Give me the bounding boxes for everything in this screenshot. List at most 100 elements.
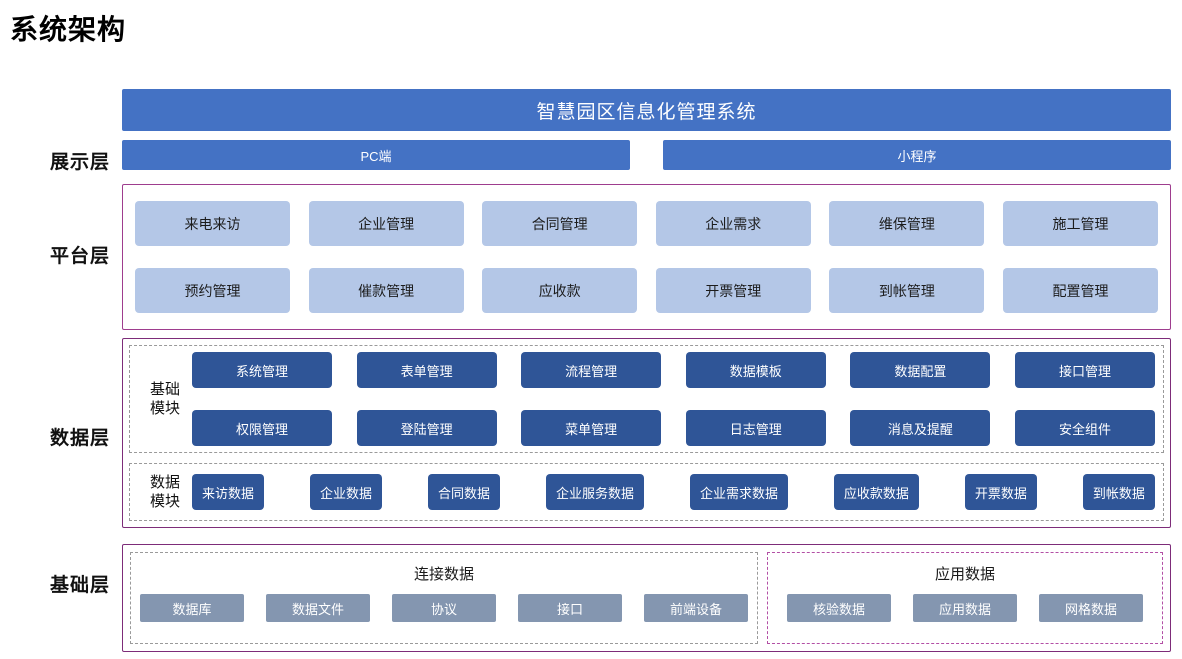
base-chip-label: 数据库 xyxy=(172,601,212,617)
data-card-label: 企业需求数据 xyxy=(699,485,778,501)
platform-card-label: 配置管理 xyxy=(1052,282,1109,299)
base-chip-label: 应用数据 xyxy=(938,601,991,617)
platform-card-label: 来电来访 xyxy=(184,215,241,232)
module-card-liuchengguanli[interactable]: 流程管理 xyxy=(521,352,662,388)
data-card-qiyefuwushuju[interactable]: 企业服务数据 xyxy=(545,474,644,510)
basic-module-row-2: 权限管理 登陆管理 菜单管理 日志管理 消息及提醒 安全组件 xyxy=(192,410,1155,446)
data-card-qiyeshuju[interactable]: 企业数据 xyxy=(309,474,382,510)
module-card-label: 数据模板 xyxy=(729,363,782,379)
base-chip-label: 网格数据 xyxy=(1064,601,1117,617)
platform-card-shigongguanli[interactable]: 施工管理 xyxy=(1002,201,1158,246)
data-module-row: 来访数据 企业数据 合同数据 企业服务数据 企业需求数据 应收款数据 开票数据 … xyxy=(192,474,1155,510)
module-card-label: 登陆管理 xyxy=(400,421,453,437)
base-chip-row-connect: 数据库 数据文件 协议 接口 前端设备 xyxy=(140,594,748,622)
module-card-anquanzujian[interactable]: 安全组件 xyxy=(1014,410,1155,446)
module-card-caidanguanli[interactable]: 菜单管理 xyxy=(521,410,662,446)
platform-card-label: 合同管理 xyxy=(531,215,588,232)
module-card-label: 权限管理 xyxy=(235,421,288,437)
base-chip-label: 前端设备 xyxy=(669,601,722,617)
platform-card-daozhangguanli[interactable]: 到帐管理 xyxy=(829,268,985,313)
base-layer-container: 连接数据 数据库 数据文件 协议 接口 前端设备 应用数据 核验数据 应用数据 … xyxy=(122,544,1171,652)
platform-card-yuyueguanli[interactable]: 预约管理 xyxy=(135,268,290,313)
base-chip-label: 核验数据 xyxy=(812,601,865,617)
base-chip-yingyongshuju[interactable]: 应用数据 xyxy=(913,594,1017,622)
module-card-biaodanguanli[interactable]: 表单管理 xyxy=(356,352,497,388)
platform-card-label: 施工管理 xyxy=(1052,215,1109,232)
channel-row: PC端 小程序 xyxy=(122,140,1171,170)
platform-layer-container: 来电来访 企业管理 合同管理 企业需求 维保管理 施工管理 预约管理 催款管理 … xyxy=(122,184,1171,330)
data-layer-container: 基础 模块 系统管理 表单管理 流程管理 数据模板 数据配置 接口管理 权限管理… xyxy=(122,338,1171,528)
base-chip-wanggeshuju[interactable]: 网格数据 xyxy=(1039,594,1143,622)
platform-card-qiyexuqiu[interactable]: 企业需求 xyxy=(655,201,811,246)
module-card-shujumoban[interactable]: 数据模板 xyxy=(685,352,826,388)
platform-card-label: 到帐管理 xyxy=(878,282,935,299)
data-card-daozhangshuju[interactable]: 到帐数据 xyxy=(1082,474,1155,510)
base-chip-shujuku[interactable]: 数据库 xyxy=(140,594,244,622)
base-chip-xieyi[interactable]: 协议 xyxy=(392,594,496,622)
base-chip-heyanshuju[interactable]: 核验数据 xyxy=(787,594,891,622)
basic-module-label-line2: 模块 xyxy=(149,400,180,417)
data-card-label: 合同数据 xyxy=(437,485,490,501)
module-card-label: 日志管理 xyxy=(729,421,782,437)
base-chip-jiekou[interactable]: 接口 xyxy=(518,594,622,622)
system-title-bar: 智慧园区信息化管理系统 xyxy=(122,89,1171,131)
platform-card-label: 预约管理 xyxy=(184,282,241,299)
platform-card-label: 催款管理 xyxy=(358,282,415,299)
data-card-label: 应收款数据 xyxy=(843,485,909,501)
data-card-label: 企业数据 xyxy=(319,485,372,501)
channel-miniprogram[interactable]: 小程序 xyxy=(663,140,1171,170)
platform-card-kaipiaoguanli[interactable]: 开票管理 xyxy=(655,268,811,313)
platform-card-hetongguanli[interactable]: 合同管理 xyxy=(482,201,638,246)
module-card-xiaoxijitixing[interactable]: 消息及提醒 xyxy=(850,410,991,446)
page-title: 系统架构 xyxy=(10,14,127,45)
data-card-label: 到帐数据 xyxy=(1092,485,1145,501)
base-group-connect-title: 连接数据 xyxy=(413,566,474,583)
base-chip-label: 协议 xyxy=(430,601,457,617)
base-chip-label: 数据文件 xyxy=(291,601,344,617)
platform-card-yingshoukuan[interactable]: 应收款 xyxy=(482,268,638,313)
platform-card-weibaoguanli[interactable]: 维保管理 xyxy=(829,201,985,246)
data-card-yingshoukuanshuju[interactable]: 应收款数据 xyxy=(833,474,919,510)
channel-pc-label: PC端 xyxy=(360,148,392,164)
module-card-label: 流程管理 xyxy=(565,363,618,379)
platform-row-1: 来电来访 企业管理 合同管理 企业需求 维保管理 施工管理 xyxy=(135,201,1158,246)
data-card-qiyexuqiushuju[interactable]: 企业需求数据 xyxy=(689,474,788,510)
platform-card-label: 企业需求 xyxy=(705,215,762,232)
platform-card-label: 应收款 xyxy=(538,282,581,299)
platform-card-laidianlaifang[interactable]: 来电来访 xyxy=(135,201,290,246)
platform-card-qiyeguanli[interactable]: 企业管理 xyxy=(308,201,464,246)
basic-module-row-1: 系统管理 表单管理 流程管理 数据模板 数据配置 接口管理 xyxy=(192,352,1155,388)
basic-module-body: 系统管理 表单管理 流程管理 数据模板 数据配置 接口管理 权限管理 登陆管理 … xyxy=(192,352,1155,446)
base-group-connect-data: 连接数据 数据库 数据文件 协议 接口 前端设备 xyxy=(130,552,758,644)
basic-module-label-line1: 基础 xyxy=(149,381,180,398)
layer-label-platform: 平台层 xyxy=(49,246,110,267)
data-card-kaipiaoshuju[interactable]: 开票数据 xyxy=(964,474,1037,510)
platform-card-cuikuanguanli[interactable]: 催款管理 xyxy=(308,268,464,313)
system-title-text: 智慧园区信息化管理系统 xyxy=(536,101,757,123)
base-chip-label: 接口 xyxy=(556,601,583,617)
module-card-xitongguanli[interactable]: 系统管理 xyxy=(192,352,332,388)
module-card-rizhiguanli[interactable]: 日志管理 xyxy=(685,410,826,446)
layer-label-base: 基础层 xyxy=(49,575,110,596)
data-card-hetongshuju[interactable]: 合同数据 xyxy=(427,474,500,510)
module-card-shujupeizhi[interactable]: 数据配置 xyxy=(850,352,991,388)
base-chip-row-apply: 核验数据 应用数据 网格数据 xyxy=(787,594,1143,622)
platform-card-label: 企业管理 xyxy=(358,215,415,232)
module-card-jiekouguanli[interactable]: 接口管理 xyxy=(1014,352,1155,388)
platform-card-label: 开票管理 xyxy=(705,282,762,299)
module-card-label: 安全组件 xyxy=(1058,421,1111,437)
channel-pc[interactable]: PC端 xyxy=(122,140,630,170)
data-card-laifangshuju[interactable]: 来访数据 xyxy=(192,474,265,510)
module-card-denglvguanli[interactable]: 登陆管理 xyxy=(356,410,497,446)
base-group-apply-data: 应用数据 核验数据 应用数据 网格数据 xyxy=(767,552,1163,644)
module-card-label: 消息及提醒 xyxy=(887,421,953,437)
data-card-label: 企业服务数据 xyxy=(555,485,634,501)
data-module-label-line2: 模块 xyxy=(149,493,180,510)
platform-card-label: 维保管理 xyxy=(878,215,935,232)
base-chip-shujuwenjian[interactable]: 数据文件 xyxy=(266,594,370,622)
platform-card-peizhiguanli[interactable]: 配置管理 xyxy=(1002,268,1158,313)
data-module-label: 数据 模块 xyxy=(138,473,192,511)
module-card-quanxianguanli[interactable]: 权限管理 xyxy=(192,410,332,446)
base-chip-qianduanshebei[interactable]: 前端设备 xyxy=(644,594,748,622)
module-card-label: 菜单管理 xyxy=(565,421,618,437)
